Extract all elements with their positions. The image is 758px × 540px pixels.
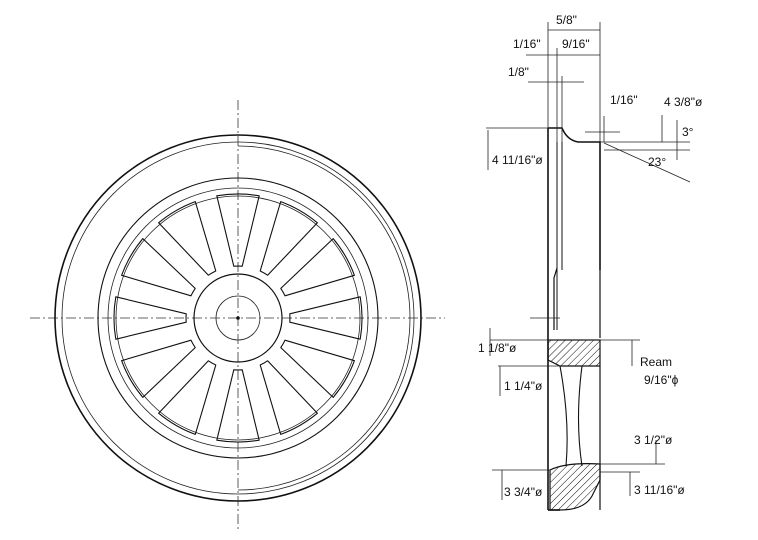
right-half-rim-line	[237, 145, 411, 491]
dim-rim-tread-diameter: 3 11/16"ø	[634, 483, 685, 497]
lower-web-right	[577, 365, 583, 467]
dimension-lines: 5/8" 1/16" 9/16" 1/8" 1/16" 4 3/8"ø 3° 2…	[478, 13, 703, 500]
dim-rim-width: 9/16"	[562, 37, 590, 51]
dim-angle-slope	[603, 142, 691, 183]
section-view	[530, 127, 612, 511]
spoke-window	[121, 238, 196, 297]
dim-angle-large: 23°	[648, 155, 666, 169]
hub-outer-circle	[193, 273, 283, 363]
spoke-window	[216, 193, 260, 267]
hub-inner-circle	[215, 295, 261, 341]
dim-tread-offset: 1/16"	[610, 93, 638, 107]
hub-section-hatch	[547, 339, 601, 367]
dim-outer-diameter: 4 3/8"ø	[664, 95, 703, 109]
rim-inner-circle	[97, 177, 379, 459]
spoke-inner-rim	[115, 195, 361, 441]
dim-top-width: 5/8"	[556, 13, 577, 27]
dim-rim-outer-diameter: 3 3/4"ø	[504, 485, 543, 499]
hub-step-outline	[553, 267, 558, 330]
spoke-window	[121, 339, 196, 398]
rim-section-hatch	[549, 463, 601, 511]
dim-hub-inner-diameter: 1 1/4"ø	[504, 379, 543, 393]
axle-point	[236, 316, 240, 320]
spoke-outer-boundary	[107, 187, 369, 449]
dim-ream-label: Ream	[640, 355, 672, 369]
dim-hub-diameter: 1 1/8"ø	[478, 341, 517, 355]
rim-second-circle	[61, 141, 415, 495]
dim-rim-inner-diameter: 3 1/2"ø	[634, 433, 673, 447]
dim-flange-thickness: 1/16"	[513, 37, 541, 51]
dim-ream-size: 9/16"ϕ	[644, 373, 679, 387]
spoke-windows	[113, 193, 363, 443]
spoke-window	[216, 369, 260, 443]
spoke-window	[289, 296, 363, 340]
outer-rim-circle	[54, 134, 422, 502]
dim-flange-diameter: 4 11/16"ø	[492, 153, 543, 167]
lower-web-left	[559, 365, 568, 467]
spoke-window	[113, 296, 187, 340]
spoke-window	[259, 201, 318, 276]
front-view	[30, 100, 445, 530]
spoke-window	[280, 238, 355, 297]
flange-top-profile	[548, 127, 601, 270]
dim-angle-small: 3°	[682, 125, 694, 139]
spoke-window	[158, 201, 217, 276]
spoke-window	[280, 339, 355, 398]
dim-web-offset: 1/8"	[508, 65, 529, 79]
spoke-window	[158, 360, 217, 435]
spoke-window	[259, 360, 318, 435]
